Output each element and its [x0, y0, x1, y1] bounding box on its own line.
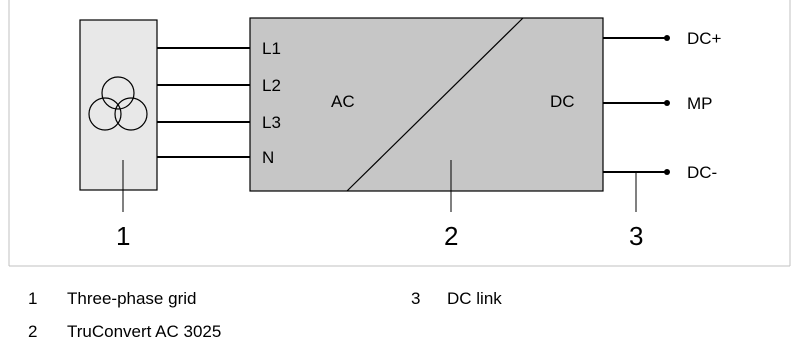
legend-number-1: 1: [28, 289, 38, 308]
terminal-dc-minus-icon: [664, 169, 670, 175]
converter-ac-label: AC: [331, 92, 355, 111]
dc-minus-label: DC-: [687, 163, 717, 182]
phase-wires: [157, 47, 250, 158]
transformer-symbol-icon: [88, 76, 148, 131]
converter-dc-label: DC: [550, 92, 575, 111]
phase-label-l2: L2: [262, 76, 281, 95]
phase-label-l3: L3: [262, 113, 281, 132]
callout-3: 3: [629, 221, 643, 251]
converter-box: [249, 17, 604, 192]
phase-label-n: N: [262, 148, 274, 167]
mp-label: MP: [687, 94, 713, 113]
legend-text-1: Three-phase grid: [67, 289, 197, 308]
dc-output-wires: [603, 37, 667, 173]
legend-text-3: DC link: [447, 289, 502, 308]
legend-text-2: TruConvert AC 3025: [67, 322, 222, 341]
terminal-mp-icon: [664, 100, 670, 106]
callout-1: 1: [116, 221, 130, 251]
legend-number-2: 2: [28, 322, 38, 341]
legend-number-3: 3: [411, 289, 421, 308]
terminal-dc-plus-icon: [664, 35, 670, 41]
callout-2: 2: [444, 221, 458, 251]
converter-diagonal: [346, 17, 524, 192]
dc-plus-label: DC+: [687, 29, 722, 48]
phase-label-l1: L1: [262, 39, 281, 58]
